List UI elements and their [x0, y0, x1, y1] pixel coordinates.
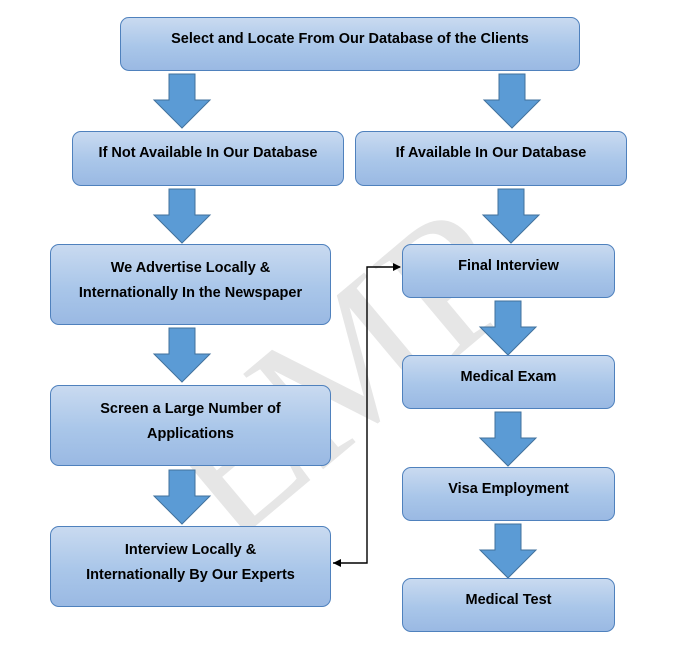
down-arrow-icon	[152, 327, 212, 383]
arrow-top-to-right-header	[482, 73, 542, 129]
arrow-left-1	[152, 188, 212, 244]
available-label: If Available In Our Database	[395, 145, 587, 161]
down-arrow-icon	[481, 188, 541, 244]
down-arrow-icon	[478, 523, 538, 579]
box-advertise: We Advertise Locally & Internationally I…	[50, 244, 331, 325]
not-available-label: If Not Available In Our Database	[98, 145, 318, 161]
visa-employment-label: Visa Employment	[448, 481, 569, 497]
arrow-left-3	[152, 469, 212, 525]
arrow-right-1	[481, 188, 541, 244]
down-arrow-icon	[152, 188, 212, 244]
down-arrow-icon	[478, 300, 538, 356]
down-arrow-icon	[152, 73, 212, 129]
final-interview-label: Final Interview	[458, 258, 559, 274]
top-box-select-locate: Select and Locate From Our Database of t…	[120, 17, 580, 71]
medical-test-label: Medical Test	[465, 592, 552, 608]
arrow-right-4	[478, 523, 538, 579]
down-arrow-icon	[478, 411, 538, 467]
top-box-label: Select and Locate From Our Database of t…	[171, 31, 529, 47]
box-visa-employment: Visa Employment	[402, 467, 615, 521]
box-screen-applications: Screen a Large Number of Applications	[50, 385, 331, 466]
interview-experts-label: Interview Locally & Internationally By O…	[86, 542, 295, 583]
box-final-interview: Final Interview	[402, 244, 615, 298]
down-arrow-icon	[482, 73, 542, 129]
arrow-top-to-left-header	[152, 73, 212, 129]
arrow-right-3	[478, 411, 538, 467]
box-not-available: If Not Available In Our Database	[72, 131, 344, 186]
box-interview-experts: Interview Locally & Internationally By O…	[50, 526, 331, 607]
down-arrow-icon	[152, 469, 212, 525]
arrow-left-2	[152, 327, 212, 383]
screen-applications-label: Screen a Large Number of Applications	[100, 401, 281, 442]
box-available: If Available In Our Database	[355, 131, 627, 186]
advertise-label: We Advertise Locally & Internationally I…	[78, 260, 303, 301]
box-medical-test: Medical Test	[402, 578, 615, 632]
arrow-right-2	[478, 300, 538, 356]
medical-exam-label: Medical Exam	[460, 369, 557, 385]
box-medical-exam: Medical Exam	[402, 355, 615, 409]
